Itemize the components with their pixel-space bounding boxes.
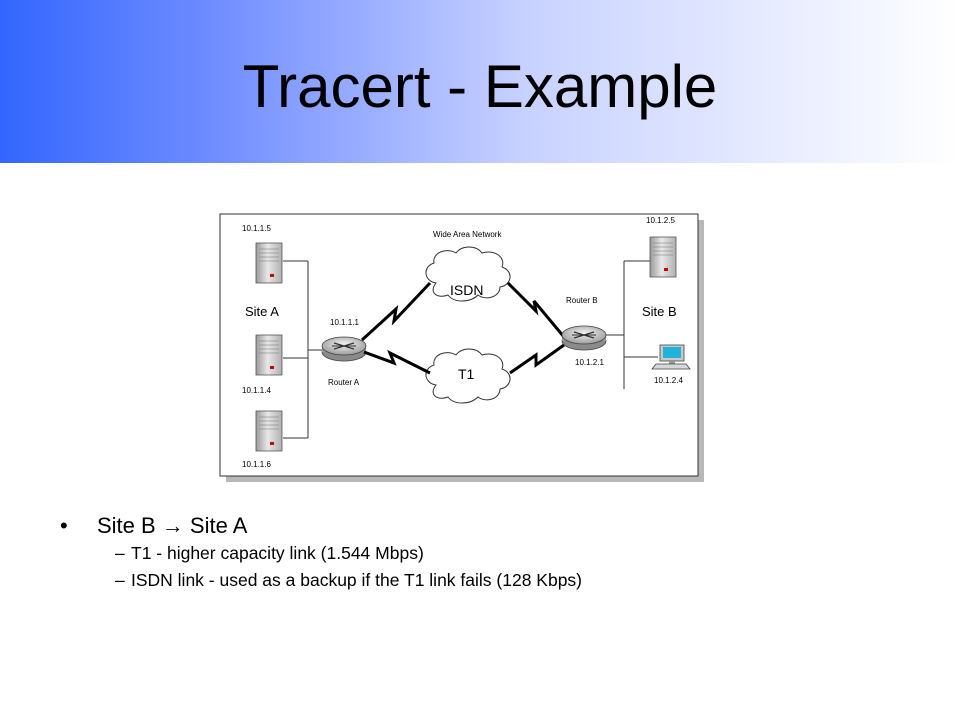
bullet-sub-text: ISDN link - used as a backup if the T1 l… xyxy=(131,570,583,590)
router-a-icon xyxy=(321,336,367,362)
bullet-dot: • xyxy=(60,513,68,538)
isdn-link-a xyxy=(360,281,432,342)
server-icon xyxy=(255,334,283,376)
bullet-sub-text: T1 - higher capacity link (1.544 Mbps) xyxy=(131,543,424,563)
wan-label: Wide Area Network xyxy=(433,230,502,239)
bullet-dash: – xyxy=(115,570,125,590)
router-b-icon xyxy=(561,325,607,351)
bullet-list: • Site B → Site A – T1 - higher capacity… xyxy=(60,513,920,597)
bullet-sub: – T1 - higher capacity link (1.544 Mbps) xyxy=(60,543,920,570)
server-icon xyxy=(255,410,283,452)
router-b-ip: 10.1.2.1 xyxy=(575,358,604,367)
t1-label: T1 xyxy=(458,366,475,382)
network-diagram: 10.1.1.5 Site A 10.1.1.4 10.1.1.6 10.1.1… xyxy=(218,213,708,485)
server-icon xyxy=(649,236,677,278)
site-a-label: Site A xyxy=(245,304,279,319)
isdn-link-b xyxy=(506,281,566,338)
workstation-icon xyxy=(651,344,691,370)
site-b-label: Site B xyxy=(642,304,677,319)
bullet-dash: – xyxy=(115,543,125,563)
slide-title: Tracert - Example xyxy=(242,53,718,120)
t1-link-b xyxy=(509,343,565,375)
title-banner xyxy=(0,0,960,163)
site-b-workstation-ip: 10.1.2.4 xyxy=(654,376,683,385)
router-a-label: Router A xyxy=(328,378,360,387)
server-icon xyxy=(255,242,283,284)
isdn-label: ISDN xyxy=(450,282,483,298)
site-b-server-ip: 10.1.2.5 xyxy=(646,216,675,225)
bullet-main: • Site B → Site A xyxy=(60,513,920,543)
site-a-server-3-ip: 10.1.1.6 xyxy=(242,460,271,469)
t1-cloud xyxy=(425,348,511,404)
router-b-label: Router B xyxy=(566,296,598,305)
bullet-main-text: Site B → Site A xyxy=(97,513,248,538)
bullet-sub: – ISDN link - used as a backup if the T1… xyxy=(60,570,920,597)
site-a-server-1-ip: 10.1.1.5 xyxy=(242,224,271,233)
t1-link-a xyxy=(363,349,431,375)
isdn-cloud xyxy=(425,246,511,302)
site-a-server-2-ip: 10.1.1.4 xyxy=(242,386,271,395)
router-a-ip: 10.1.1.1 xyxy=(330,318,359,327)
